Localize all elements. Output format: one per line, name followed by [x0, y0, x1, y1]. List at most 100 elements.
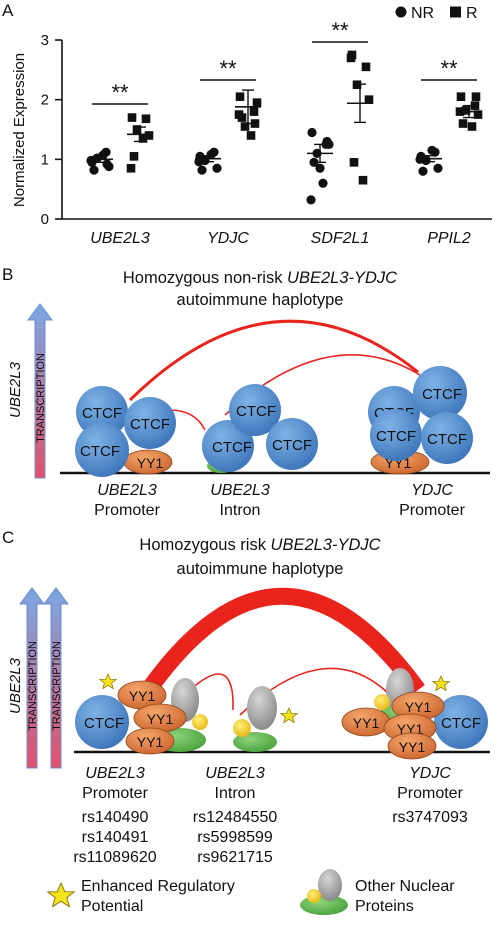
data-point-r [458, 119, 468, 128]
data-point-r [246, 131, 256, 140]
data-point-nr [307, 127, 317, 138]
snp: rs9621715 [197, 849, 273, 866]
site-type-ydjc-promoter: Promoter [399, 502, 465, 519]
data-point-nr [102, 159, 112, 169]
data-point-nr [86, 155, 96, 166]
data-point-r [361, 62, 371, 72]
significance-label: ** [331, 18, 349, 43]
panel-c-label: C [2, 528, 14, 547]
legend-star-line2: Potential [81, 898, 143, 915]
panel-c-legend: Enhanced Regulatory Potential Other Nucl… [46, 869, 455, 915]
category-label: PPIL2 [427, 230, 471, 247]
site-type-ydjc-promoter: Promoter [397, 785, 463, 802]
site-type-intron: Intron [215, 785, 256, 802]
data-point-r [141, 114, 151, 124]
svg-text:CTCF: CTCF [427, 431, 467, 448]
site-type-promoter: Promoter [82, 785, 148, 802]
data-point-nr [197, 165, 207, 175]
snp: rs140490 [82, 809, 149, 826]
data-point-r [144, 131, 154, 140]
ctcf-protein [370, 409, 422, 461]
panel-b-title-line1: Homozygous non-risk UBE2L3-YDJC [123, 269, 397, 287]
data-point-r [127, 113, 137, 122]
svg-text:YY1: YY1 [399, 739, 426, 755]
category-label: YDJC [207, 230, 249, 247]
site-gene-ydjc-promoter: YDJC [409, 765, 451, 782]
svg-text:CTCF: CTCF [130, 416, 170, 433]
data-point-r [473, 110, 483, 119]
transcription-arrow-1: TRANSCRIPTION [19, 587, 45, 769]
transcription-arrow-2: TRANSCRIPTION [43, 587, 69, 769]
data-point-r [252, 98, 262, 107]
data-point-r [358, 175, 368, 185]
svg-text:YY1: YY1 [405, 699, 432, 715]
y-axis-label: Normalized Expression [11, 53, 28, 207]
data-point-r [234, 110, 244, 119]
svg-text:CTCF: CTCF [422, 386, 462, 403]
panel-c-gene-label: UBE2L3 [7, 657, 24, 714]
data-point-r [456, 92, 466, 101]
ube2l3-promoter-cluster-risk: CTCF YY1 YY1 YY1 [75, 673, 208, 755]
snp: rs12484550 [193, 809, 278, 826]
legend-nr-marker [395, 6, 407, 18]
svg-text:CTCF: CTCF [82, 405, 122, 422]
snp: rs140491 [82, 829, 149, 846]
svg-text:CTCF: CTCF [376, 428, 416, 445]
ube2l3-promoter-cluster: YY1 CTCF CTCF CTCF [75, 386, 176, 477]
snp: rs11089620 [73, 849, 156, 866]
svg-text:YY1: YY1 [137, 734, 164, 750]
svg-text:YY1: YY1 [137, 455, 164, 471]
ctcf-protein [202, 420, 254, 472]
legend-star-line1: Enhanced Regulatory [81, 878, 235, 895]
ctcf-protein [76, 386, 128, 438]
data-point-nr [427, 145, 437, 155]
svg-text:CTCF: CTCF [80, 443, 120, 460]
chart-marks: ******** [86, 18, 483, 205]
svg-text:TRANSCRIPTION: TRANSCRIPTION [35, 353, 47, 443]
panel-b-title-line2: autoimmune haplotype [177, 291, 344, 309]
ube2l3-intron-cluster: CTCF CTCF CTCF [202, 384, 318, 473]
svg-text:YY1: YY1 [147, 711, 174, 727]
y-tick-label: 0 [41, 211, 49, 228]
ydjc-promoter-cluster-risk: CTCF YY1 YY1 YY1 YY1 [341, 668, 488, 760]
site-gene-ube2l3-intron: UBE2L3 [205, 765, 265, 782]
data-point-r [467, 122, 477, 131]
data-point-nr [306, 195, 316, 205]
data-point-r [126, 163, 136, 173]
legend-proteins-line1: Other Nuclear [355, 878, 455, 895]
ctcf-protein [75, 695, 129, 749]
ctcf-protein [124, 397, 176, 449]
legend-proteins-line2: Proteins [355, 898, 414, 915]
significance-label: ** [440, 56, 458, 81]
svg-text:CTCF: CTCF [272, 437, 312, 454]
transcription-arrow: TRANSCRIPTION [27, 303, 53, 479]
category-label: UBE2L3 [90, 230, 150, 247]
data-point-r [364, 95, 374, 104]
snp: rs3747093 [392, 809, 468, 826]
yy1-protein [125, 727, 175, 755]
ctcf-protein [413, 366, 467, 420]
significance-label: ** [111, 80, 129, 105]
site-gene-ube2l3-promoter: UBE2L3 [97, 482, 157, 499]
loop-promoter-intron [189, 673, 234, 711]
site-gene-ube2l3-intron: UBE2L3 [210, 482, 270, 499]
ctcf-protein [266, 418, 318, 470]
nuclear-proteins-icon [300, 869, 348, 915]
svg-text:CTCF: CTCF [212, 439, 252, 456]
data-point-nr [315, 163, 325, 173]
data-point-r [235, 92, 245, 101]
panel-c: C Homozygous risk UBE2L3-YDJC autoimmune… [2, 528, 490, 915]
svg-text:CTCF: CTCF [236, 403, 276, 420]
star-icon [279, 707, 299, 724]
svg-text:YY1: YY1 [129, 688, 156, 704]
panel-c-title-line1: Homozygous risk UBE2L3-YDJC [139, 536, 380, 554]
y-tick-label: 2 [41, 92, 49, 109]
data-point-r [240, 122, 250, 131]
data-point-nr [418, 166, 428, 176]
data-point-r [349, 158, 359, 167]
ube2l3-intron-cluster-risk [233, 686, 299, 752]
